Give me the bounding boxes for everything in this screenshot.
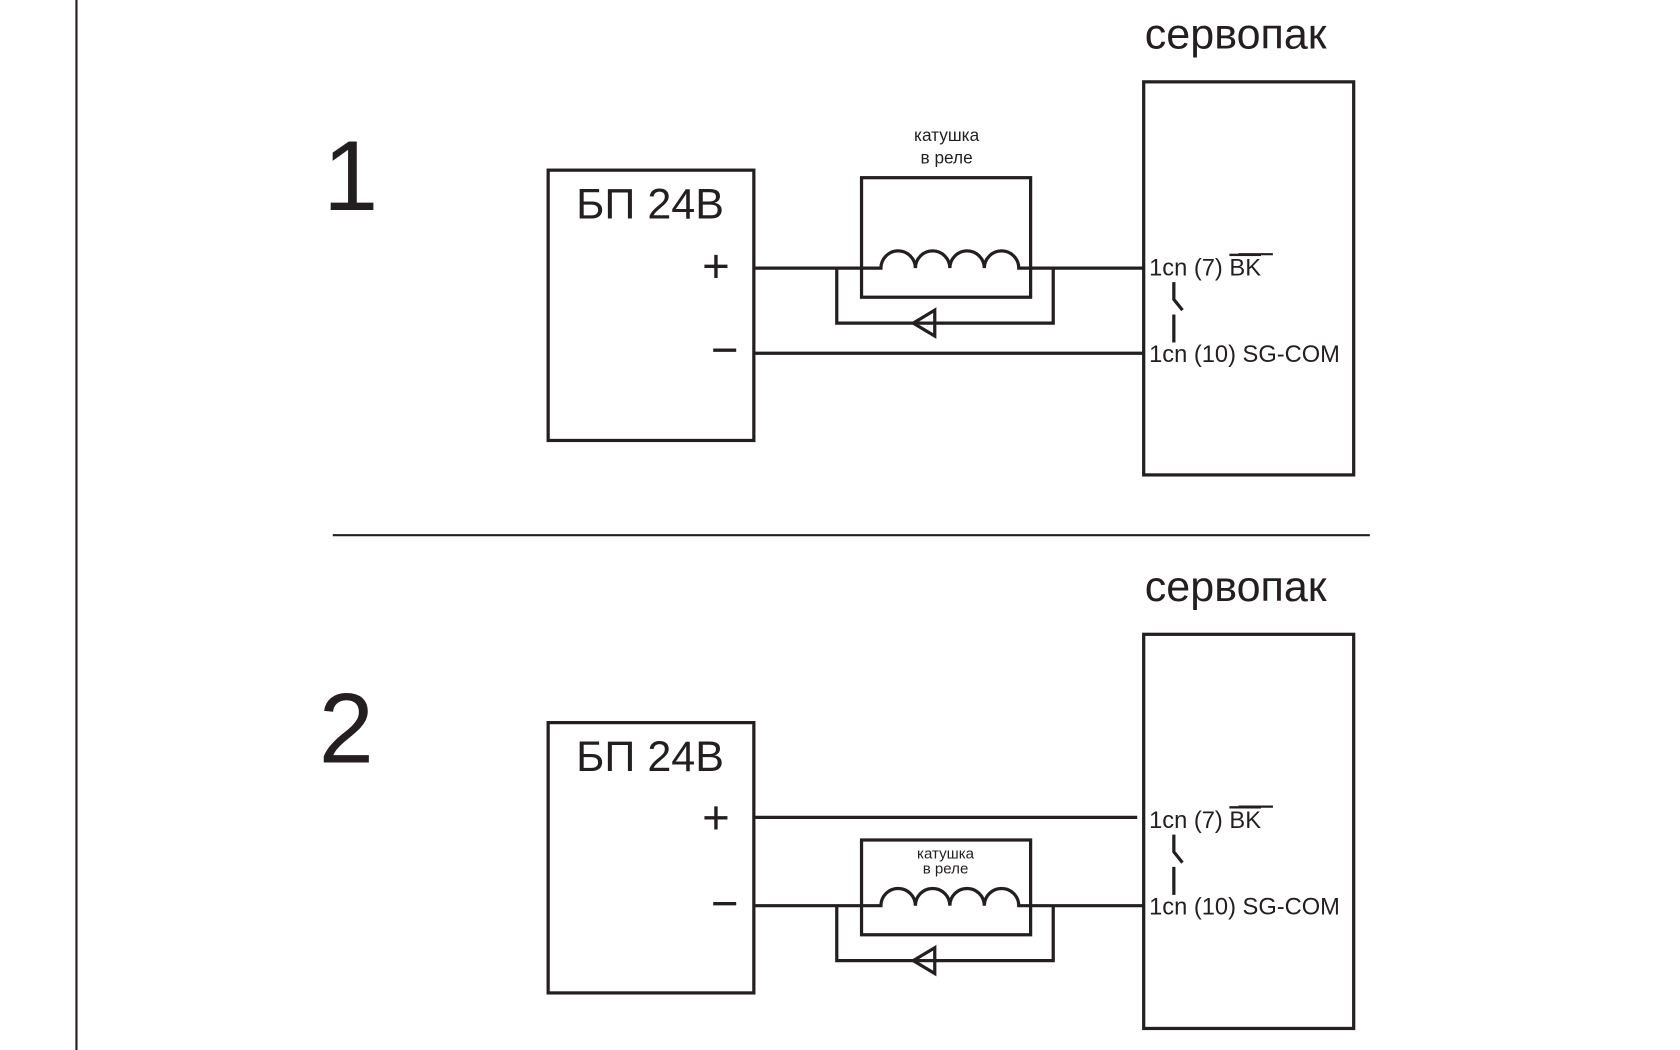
brake-switch-icon: [1172, 834, 1184, 895]
relay-box: [859, 838, 1033, 937]
plus-terminal: +: [702, 792, 730, 845]
relay-coil-wire: [753, 249, 1144, 270]
diagram-number: 1: [323, 120, 378, 231]
coil-label-line2: в реле: [921, 148, 973, 168]
diagram-1: 1 сервопак БП 24В + − катушка в реле 1cn…: [323, 10, 1356, 477]
pin10-label: 1cn (10) SG-COM: [1149, 342, 1340, 368]
psu-box: [546, 721, 756, 995]
psu-label: БП 24В: [576, 181, 724, 229]
diode-loop: [835, 905, 1055, 963]
servopack-box: [1142, 632, 1356, 1031]
pin7-label: 1cn (7) BK: [1149, 256, 1261, 282]
psu-label: БП 24В: [576, 733, 724, 781]
servopack-box: [1142, 80, 1356, 477]
servopack-label: сервопак: [1145, 10, 1328, 58]
servopack-label: сервопак: [1145, 563, 1328, 611]
diagram-number: 2: [319, 672, 374, 783]
diode-icon: [910, 944, 937, 977]
relay-coil-wire: [753, 886, 1144, 908]
plus-terminal: +: [702, 240, 730, 293]
minus-terminal: −: [711, 878, 739, 931]
brake-switch-icon: [1172, 282, 1184, 343]
relay-box: [859, 176, 1033, 299]
diagram-2: 2 сервопак БП 24В + − катушка в реле 1cn…: [319, 563, 1356, 1031]
diode-loop: [835, 268, 1055, 325]
coil-label-line2: в реле: [923, 860, 969, 877]
coil-label-line1: катушка: [914, 125, 980, 145]
minus-terminal: −: [711, 324, 739, 377]
diode-icon: [910, 307, 937, 339]
pin7-label: 1cn (7) BK: [1149, 808, 1261, 834]
psu-box: [546, 168, 756, 443]
pin10-label: 1cn (10) SG-COM: [1149, 894, 1340, 920]
coil-label-line1: катушка: [917, 845, 975, 862]
